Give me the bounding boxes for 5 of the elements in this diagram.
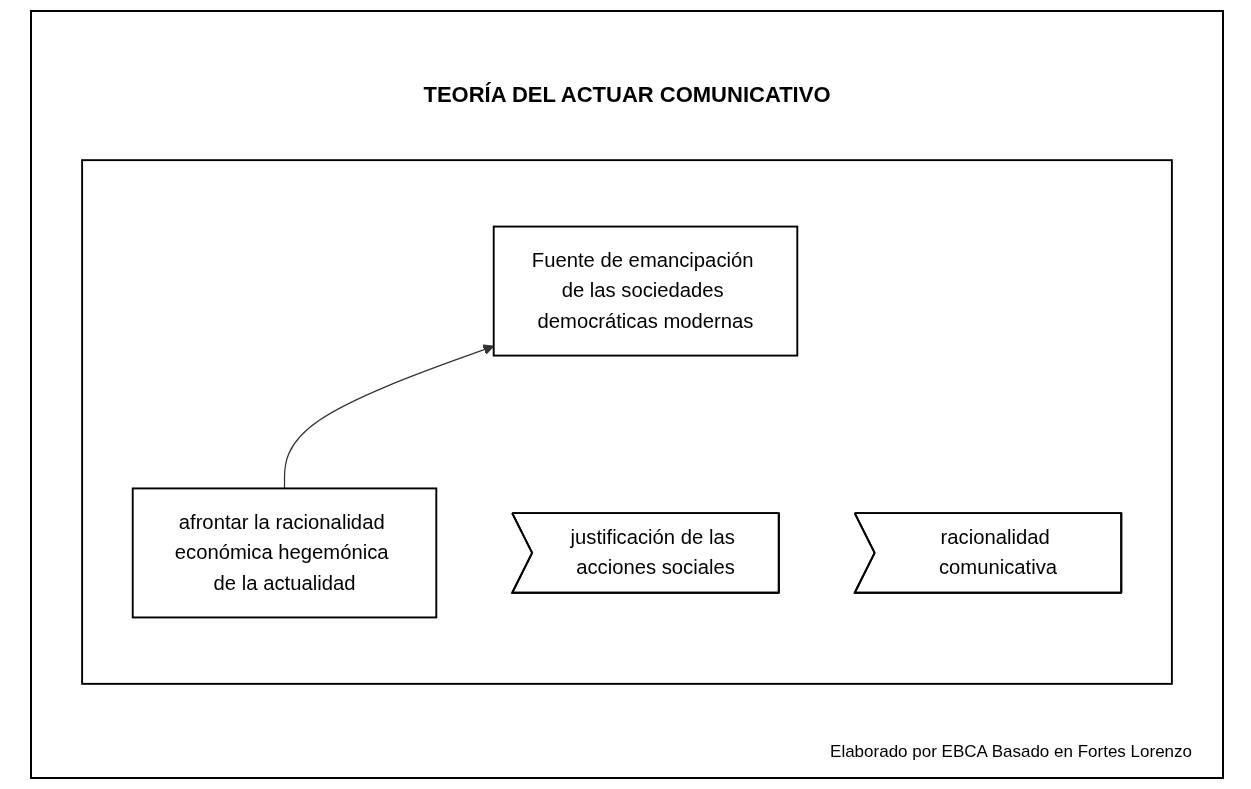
node-box: afrontar la racionalidad económica hegemónica de la actualidad xyxy=(131,487,438,619)
node-box: Fuente de emancipación de las sociedades democráticas modernas xyxy=(492,225,799,357)
caption: Elaborado por EBCA Basado en Fortes Lorenzo xyxy=(830,742,1192,762)
cluster xyxy=(81,159,1173,685)
diagram-title: TEORÍA DEL ACTUAR COMUNICATIVO xyxy=(422,82,832,108)
